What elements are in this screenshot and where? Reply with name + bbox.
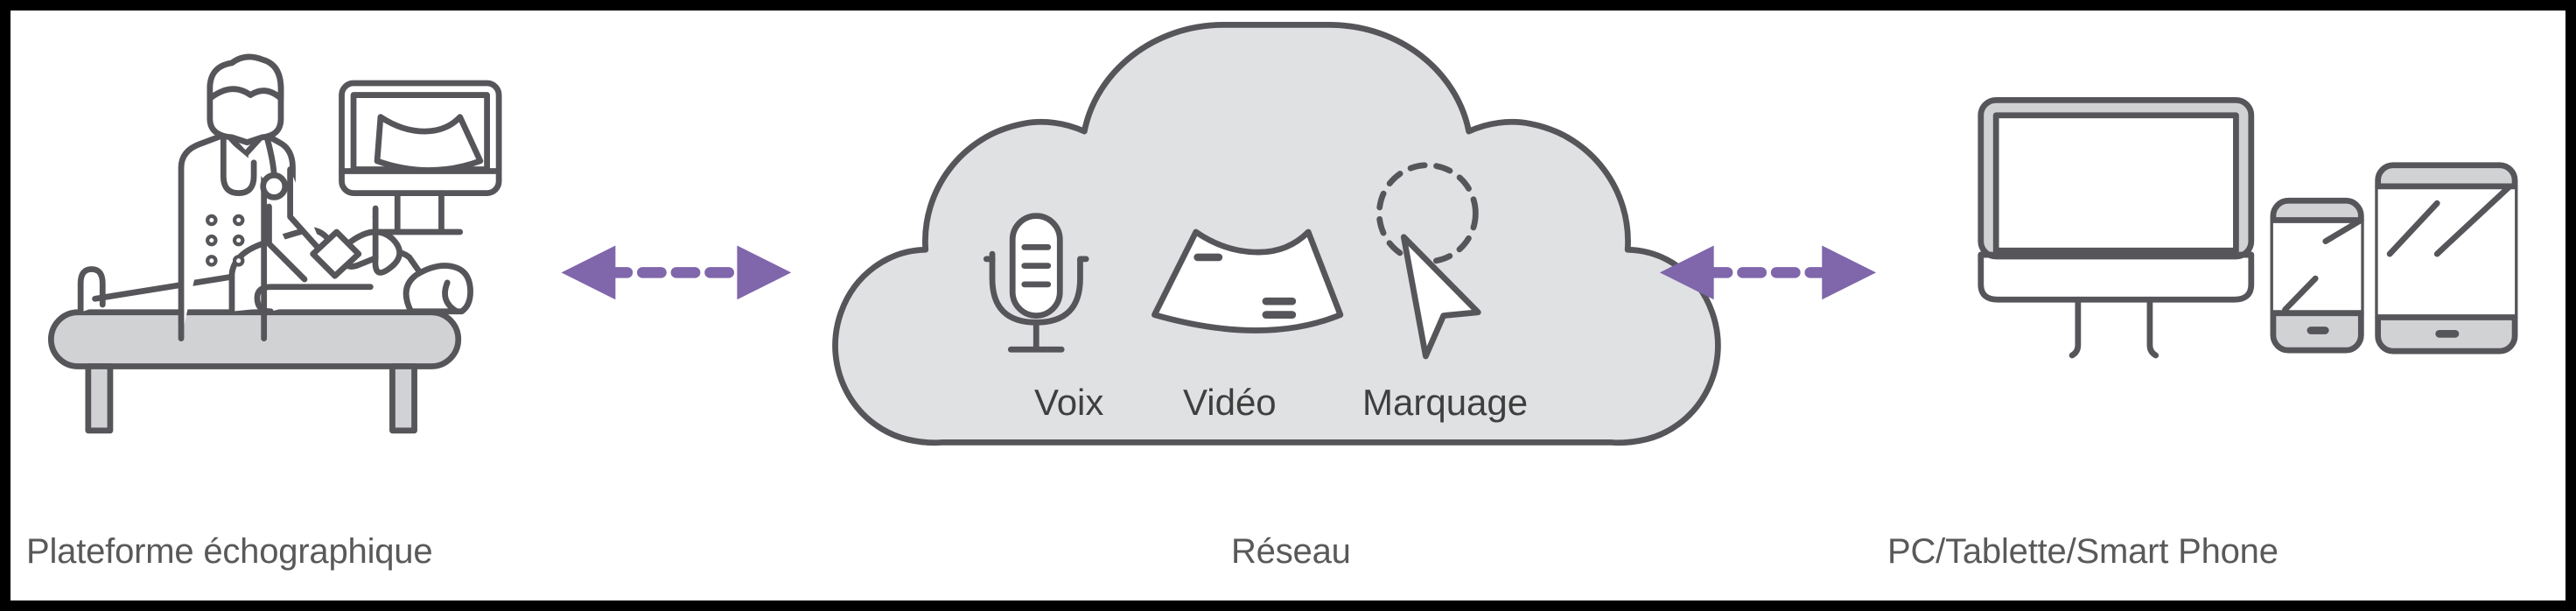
doctor-figure [178, 53, 403, 342]
network-cloud [832, 22, 1721, 446]
caption-left-platform: Plateforme échographique [26, 532, 433, 571]
diagram-canvas [47, 22, 2518, 446]
cloud-shape [832, 22, 1721, 446]
cursor-arrow [1400, 234, 1481, 360]
smartphone-icon [2270, 197, 2364, 354]
ultrasound-monitor-icon [339, 80, 502, 235]
caption-center-network: Réseau [1231, 532, 1351, 571]
right-scene-group [1978, 96, 2518, 359]
desktop-monitor-icon [1978, 96, 2255, 359]
exam-table-leg-left [85, 363, 114, 434]
coat-button-holes [209, 217, 242, 263]
left-scene-group [47, 53, 502, 434]
arrow-network-to-devices [1659, 245, 1877, 300]
cloud-service-label-voix: Voix [1034, 382, 1104, 423]
ultrasound-fan-icon [1152, 228, 1344, 334]
ultrasound-probe-icon [310, 228, 362, 279]
cursor-annotation-icon [1376, 162, 1481, 360]
tablet-icon [2375, 162, 2518, 355]
microphone-icon [983, 213, 1089, 353]
stethoscope-bell [260, 172, 289, 200]
cloud-service-label-marquage: Marquage [1362, 382, 1529, 423]
caption-right-devices: PC/Tablette/Smart Phone [1887, 532, 2278, 571]
exam-table-top [47, 309, 462, 369]
exam-table-leg-right [389, 363, 417, 434]
cloud-service-label-video: Vidéo [1183, 382, 1277, 423]
arrow-platform-to-network [561, 245, 792, 300]
